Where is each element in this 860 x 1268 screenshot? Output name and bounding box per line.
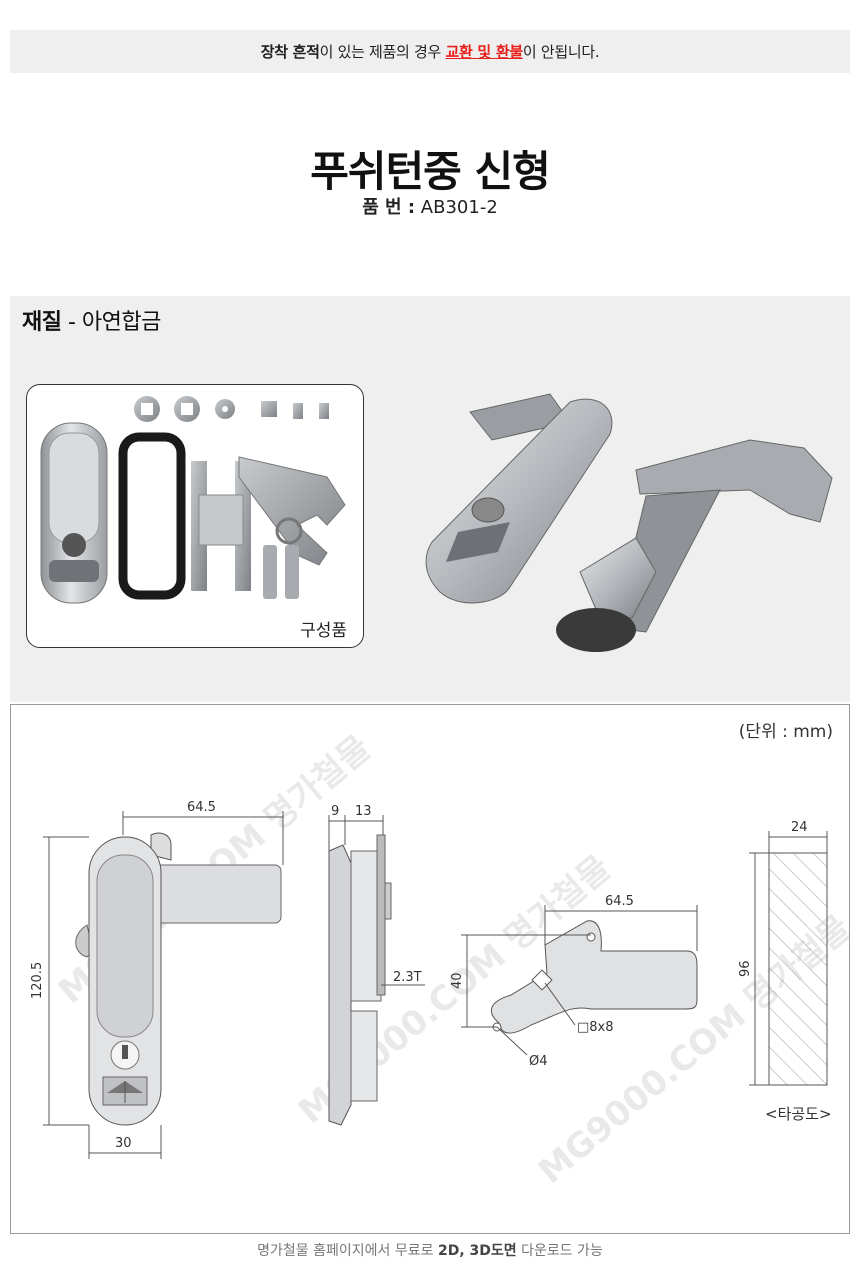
front-dimensions: 64.5 120.5 30 <box>30 800 284 1159</box>
plate-view <box>490 920 698 1034</box>
front-dim-height: 120.5 <box>30 962 45 999</box>
watermark: MG9000.COM 명가철물 MG9000.COM 명가철물 MG9000.C… <box>51 728 858 1192</box>
cutout-label: <타공도> <box>765 1105 832 1123</box>
cutout-dim-width: 24 <box>791 820 808 835</box>
notice-highlight: 교환 및 환불 <box>445 43 524 61</box>
assembled-product-illustration <box>425 393 833 652</box>
material-label: 재질 <box>22 310 62 335</box>
side-dim-thickness: 2.3T <box>393 970 422 985</box>
front-cam-plate <box>150 864 282 924</box>
plate-dim-height: 40 <box>450 972 465 989</box>
cutout-dim-height: 96 <box>738 960 753 977</box>
part-number-label: 품 번 : <box>362 197 416 218</box>
plate-dimensions: 64.5 40 □8x8 Ø4 <box>450 894 698 1069</box>
part-number-value: AB301-2 <box>415 197 498 218</box>
part-number: 품 번 : AB301-2 <box>0 193 860 219</box>
cutout-dimensions: 24 96 <타공도> <box>738 820 832 1123</box>
material-panel: 재질 - 아연합금 <box>10 296 850 702</box>
product-title: 푸쉬턴중 신형 <box>310 147 550 196</box>
notice-text-end: 이 안됩니다. <box>522 43 600 61</box>
footer-text: 명가철물 홈페이지에서 무료로 <box>257 1243 438 1259</box>
components-box: 구성품 <box>26 384 364 648</box>
side-dimensions: 9 13 2.3T <box>328 804 425 986</box>
notice-strong: 장착 흔적 <box>260 43 320 61</box>
side-dim-9: 9 <box>331 804 339 819</box>
side-dim-13: 13 <box>355 804 372 819</box>
cutout-view <box>768 852 828 1086</box>
footer-note: 명가철물 홈페이지에서 무료로 2D, 3D도면 다운로드 가능 <box>0 1240 860 1260</box>
footer-strong: 2D, 3D도면 <box>437 1243 517 1259</box>
notice-text: 이 있는 제품의 경우 <box>319 43 446 61</box>
gasket-part <box>118 432 186 600</box>
drawing-canvas: MG9000.COM 명가철물 MG9000.COM 명가철물 MG9000.C… <box>30 728 859 1192</box>
material-heading: 재질 - 아연합금 <box>22 304 161 336</box>
screw-part <box>261 401 277 417</box>
key-part <box>263 545 277 599</box>
front-dim-width-bottom: 30 <box>115 1136 132 1151</box>
front-dim-width-top: 64.5 <box>187 800 216 815</box>
components-illustration <box>40 396 346 604</box>
side-view <box>328 834 392 1126</box>
plate-dim-width: 64.5 <box>605 894 634 909</box>
plate-dim-hole: Ø4 <box>529 1054 548 1069</box>
technical-drawing: (단위 : mm) MG9000.COM 명가철물 MG9000.COM 명가철… <box>10 704 859 1234</box>
front-view <box>75 832 282 1126</box>
notice-bar: 장착 흔적이 있는 제품의 경우 교환 및 환불이 안됩니다. <box>10 30 850 73</box>
material-value: - 아연합금 <box>61 310 161 335</box>
components-label: 구성품 <box>300 621 347 641</box>
plate-dim-square: □8x8 <box>577 1020 614 1035</box>
unit-label: (단위 : mm) <box>738 722 833 742</box>
footer-text-end: 다운로드 가능 <box>516 1243 603 1259</box>
